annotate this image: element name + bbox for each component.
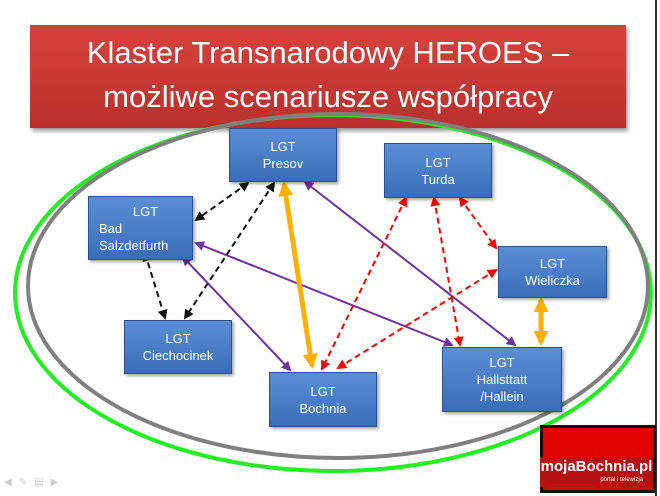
- arrow-turda-bochnia: [321, 196, 407, 371]
- arrow-presov-bad: [194, 181, 250, 222]
- prev-slide-icon[interactable]: ◀: [4, 477, 12, 488]
- node-label: LGT: [539, 256, 566, 271]
- node-label: Bochnia: [299, 400, 347, 416]
- node-label: Salzdetfurth: [99, 237, 169, 253]
- arrow-bad-bochnia: [181, 255, 292, 372]
- slide-nav-controls[interactable]: ◀ ✎ ▤ ▶: [4, 477, 58, 488]
- node-label: Bad: [99, 220, 123, 236]
- arrow-bad-ciechocinek: [142, 251, 168, 320]
- node-label: LGT: [489, 355, 515, 370]
- node-label: LGT: [425, 154, 451, 170]
- node-label: Turda: [421, 171, 455, 187]
- node-ciechocinek: LGT Ciechocinek: [124, 320, 232, 374]
- node-label: LGT: [310, 383, 336, 399]
- title-line-2: możliwe scenariusze współpracy: [103, 79, 553, 114]
- node-label: Wieliczka: [525, 273, 580, 288]
- node-label: Ciechocinek: [142, 348, 214, 363]
- node-label: Hallsttatt: [476, 372, 528, 387]
- mojabochnia-logo: mojaBochnia.pl portal i telewizja: [540, 425, 656, 493]
- node-label: LGT: [270, 139, 296, 154]
- arrow-bad-hallstatt: [194, 241, 454, 347]
- node-label: LGT: [132, 203, 159, 219]
- arrow-turda-hallstatt: [430, 196, 464, 347]
- arrow-presov-bochnia: [278, 181, 318, 369]
- node-label: LGT: [165, 331, 191, 346]
- node-presov: LGT Presov: [229, 128, 337, 182]
- arrow-wieliczka-bochnia: [336, 268, 498, 370]
- menu-icon[interactable]: ▤: [34, 477, 44, 488]
- slide-edge: [655, 0, 657, 496]
- next-slide-icon[interactable]: ▶: [50, 477, 59, 488]
- arrow-presov-ciechocinek: [183, 181, 276, 320]
- node-label: mojaBochnia.pl: [540, 458, 653, 475]
- arrow-turda-wieliczka: [458, 196, 498, 250]
- node-label: /Hallein: [480, 389, 524, 404]
- node-wieliczka: LGT Wieliczka: [498, 246, 607, 298]
- node-label: portal i telewizja: [600, 477, 643, 483]
- arrow-presov-hallstatt: [303, 180, 517, 347]
- title-line-1: Klaster Transnarodowy HEROES –: [86, 35, 570, 70]
- gray-ellipse: [26, 112, 650, 460]
- slide-title: Klaster Transnarodowy HEROES – możliwe s…: [30, 25, 626, 128]
- node-hallstatt-hallein: LGT Hallsttatt/Hallein: [442, 347, 562, 412]
- pen-icon[interactable]: ✎: [18, 477, 28, 488]
- node-label: Presov: [262, 156, 304, 171]
